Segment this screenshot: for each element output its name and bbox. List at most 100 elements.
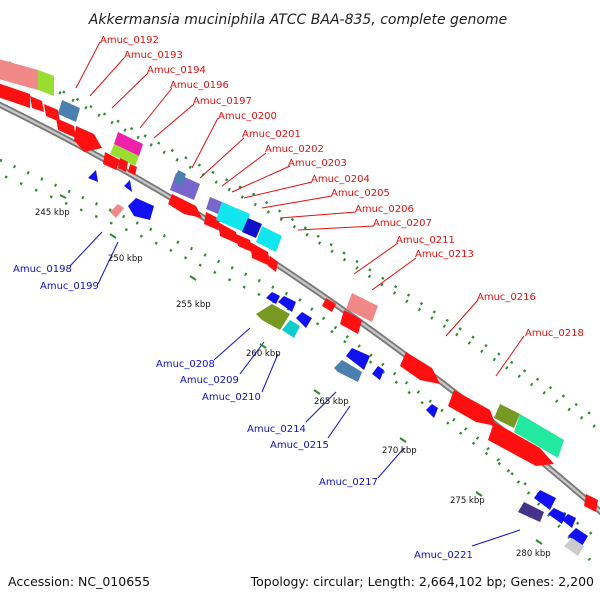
gene-label[interactable]: Amuc_0192 bbox=[100, 35, 159, 46]
reverse-strand-genes bbox=[88, 170, 588, 556]
gene-feature[interactable] bbox=[103, 152, 120, 170]
gene-feature[interactable] bbox=[250, 242, 270, 266]
gene-label[interactable]: Amuc_0211 bbox=[396, 235, 455, 246]
gene-label[interactable]: Amuc_0198 bbox=[13, 264, 72, 275]
gene-amuc-0213[interactable] bbox=[346, 293, 378, 322]
topology-text: Topology: circular; Length: 2,664,102 bp… bbox=[250, 574, 594, 589]
gene-amuc-0203[interactable] bbox=[242, 218, 262, 238]
gene-feature[interactable] bbox=[218, 222, 238, 244]
gene-label[interactable]: Amuc_0196 bbox=[170, 80, 229, 91]
gene-amuc-0192[interactable] bbox=[0, 58, 38, 90]
gene-amuc-0217[interactable] bbox=[426, 404, 438, 418]
gene-label[interactable]: Amuc_0193 bbox=[124, 50, 183, 61]
tick-label: 280 kbp bbox=[516, 549, 551, 559]
gene-feature[interactable] bbox=[128, 164, 137, 175]
gene-feature[interactable] bbox=[562, 514, 576, 528]
gene-label[interactable]: Amuc_0202 bbox=[265, 144, 324, 155]
gene-label[interactable]: Amuc_0197 bbox=[193, 96, 252, 107]
gene-amuc-0201[interactable] bbox=[206, 197, 222, 214]
gene-label[interactable]: Amuc_0199 bbox=[40, 281, 99, 292]
gene-label[interactable]: Amuc_0218 bbox=[525, 328, 584, 339]
gene-feature[interactable] bbox=[168, 194, 202, 218]
gene-feature[interactable] bbox=[534, 490, 556, 510]
gene-feature[interactable] bbox=[266, 292, 280, 304]
top-gene-labels: Amuc_0192 Amuc_0193 Amuc_0194 Amuc_0196 … bbox=[100, 35, 584, 339]
gene-amuc-0193[interactable] bbox=[38, 70, 54, 96]
bottom-leader-lines bbox=[69, 231, 521, 547]
gene-feature[interactable] bbox=[340, 310, 362, 334]
gene-feature[interactable] bbox=[74, 126, 102, 152]
gc-content-track bbox=[0, 68, 600, 562]
tick-label: 245 kbp bbox=[35, 208, 70, 218]
gene-feature[interactable] bbox=[584, 494, 598, 512]
gene-label[interactable]: Amuc_0200 bbox=[218, 111, 277, 122]
gene-feature[interactable] bbox=[448, 390, 496, 426]
gene-amuc-0198[interactable] bbox=[110, 204, 124, 218]
gene-amuc-0221[interactable] bbox=[568, 528, 588, 546]
gene-label[interactable]: Amuc_0215 bbox=[270, 440, 329, 451]
gene-feature[interactable] bbox=[278, 296, 296, 312]
gene-feature[interactable] bbox=[346, 348, 370, 370]
gene-amuc-0197[interactable] bbox=[114, 132, 143, 156]
gene-label[interactable]: Amuc_0213 bbox=[415, 249, 474, 260]
gene-feature[interactable] bbox=[30, 96, 44, 112]
gene-feature[interactable] bbox=[548, 508, 566, 524]
accession-text: Accession: NC_010655 bbox=[8, 574, 150, 589]
gene-label[interactable]: Amuc_0210 bbox=[202, 392, 261, 403]
gene-feature[interactable] bbox=[204, 212, 220, 230]
tick-label: 265 kbp bbox=[314, 397, 349, 407]
gene-amuc-0218[interactable] bbox=[494, 404, 520, 428]
gene-amuc-0211[interactable] bbox=[322, 298, 336, 312]
gene-feature[interactable] bbox=[88, 170, 98, 182]
gene-label[interactable]: Amuc_0217 bbox=[319, 477, 378, 488]
gene-amuc-0216[interactable] bbox=[400, 352, 440, 384]
gene-feature[interactable] bbox=[44, 104, 60, 122]
gene-amuc-0196[interactable] bbox=[58, 100, 80, 122]
gene-label[interactable]: Amuc_0221 bbox=[414, 550, 473, 561]
gene-feature[interactable] bbox=[56, 118, 76, 138]
gene-feature[interactable] bbox=[118, 158, 128, 172]
tick-label: 260 kbp bbox=[246, 349, 281, 359]
gene-feature[interactable] bbox=[124, 180, 132, 192]
gene-feature[interactable] bbox=[110, 144, 139, 166]
bottom-gene-labels: Amuc_0198 Amuc_0199 Amuc_0208 Amuc_0209 … bbox=[13, 264, 473, 561]
gene-amuc-0204[interactable] bbox=[256, 226, 282, 252]
gene-feature[interactable] bbox=[564, 538, 584, 556]
tick-label: 270 kbp bbox=[382, 446, 417, 456]
gene-label[interactable]: Amuc_0206 bbox=[355, 204, 414, 215]
gene-label[interactable]: Amuc_0216 bbox=[477, 292, 536, 303]
gene-label[interactable]: Amuc_0207 bbox=[373, 218, 432, 229]
top-leader-lines bbox=[75, 41, 525, 377]
gene-feature[interactable] bbox=[514, 414, 564, 458]
position-tick-labels: 245 kbp 250 kbp 255 kbp 260 kbp 265 kbp … bbox=[35, 208, 551, 559]
tick-marks bbox=[59, 194, 543, 545]
gene-amuc-0214[interactable] bbox=[334, 360, 362, 382]
gene-amuc-0202[interactable] bbox=[216, 202, 250, 232]
gene-label[interactable]: Amuc_0209 bbox=[180, 375, 239, 386]
gene-label[interactable]: Amuc_0214 bbox=[247, 424, 306, 435]
tick-label: 275 kbp bbox=[450, 496, 485, 506]
gene-feature[interactable] bbox=[236, 234, 252, 252]
gene-amuc-0194[interactable] bbox=[0, 82, 30, 108]
gene-amuc-0199[interactable] bbox=[128, 198, 154, 220]
gene-amuc-0208[interactable] bbox=[256, 304, 290, 330]
gc-skew-tracks bbox=[0, 56, 600, 541]
forward-strand-genes bbox=[0, 58, 598, 512]
tick-label: 255 kbp bbox=[176, 300, 211, 310]
gene-feature[interactable] bbox=[372, 366, 384, 380]
genome-title: Akkermansia muciniphila ATCC BAA-835, co… bbox=[88, 12, 507, 28]
gene-label[interactable]: Amuc_0201 bbox=[242, 129, 301, 140]
gene-label[interactable]: Amuc_0205 bbox=[331, 188, 390, 199]
gene-feature[interactable] bbox=[518, 502, 544, 522]
tick-label: 250 kbp bbox=[108, 254, 143, 264]
gene-label[interactable]: Amuc_0194 bbox=[147, 65, 206, 76]
gene-feature[interactable] bbox=[174, 170, 186, 186]
gene-feature[interactable] bbox=[488, 422, 554, 466]
gene-label[interactable]: Amuc_0204 bbox=[311, 174, 370, 185]
gene-label[interactable]: Amuc_0208 bbox=[156, 359, 215, 370]
gene-amuc-0210[interactable] bbox=[296, 312, 312, 328]
gene-feature[interactable] bbox=[268, 256, 278, 272]
gene-amuc-0209[interactable] bbox=[282, 320, 300, 338]
gene-label[interactable]: Amuc_0203 bbox=[288, 158, 347, 169]
